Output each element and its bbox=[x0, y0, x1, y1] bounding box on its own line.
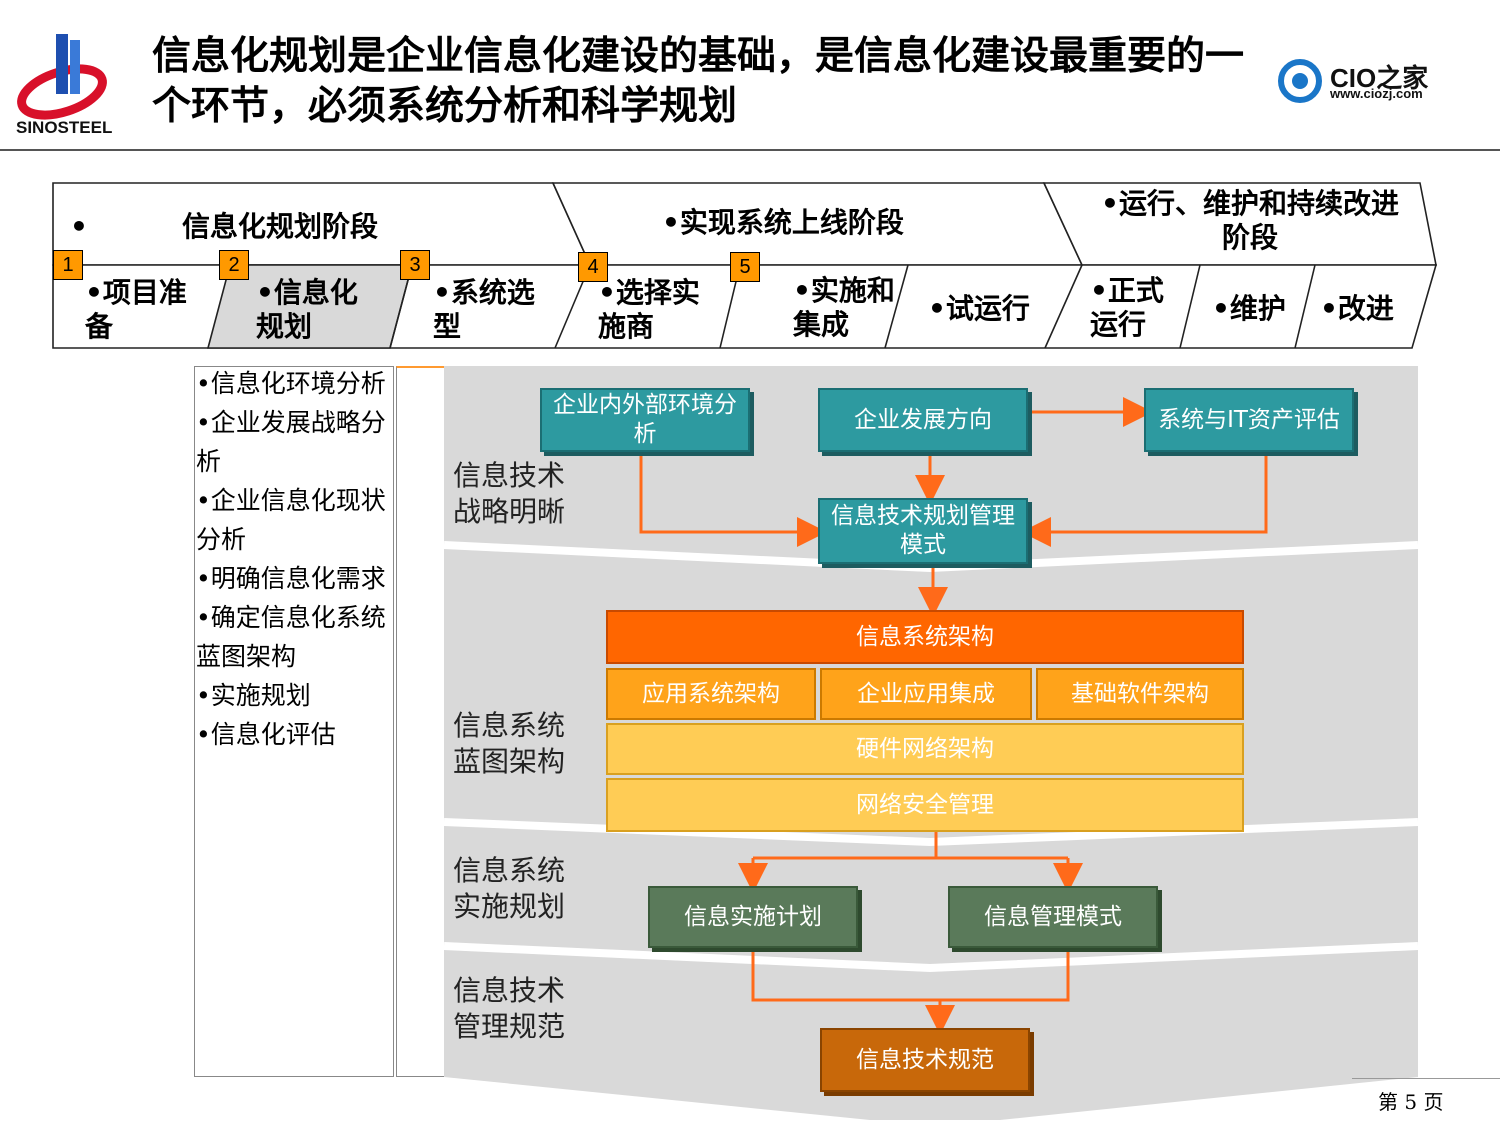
phase-2-label: •实现系统上线阶段 bbox=[662, 206, 904, 239]
step-1-number: 1 bbox=[53, 250, 83, 280]
row-label-norms: 信息技术管理规范 bbox=[453, 974, 566, 1043]
task-item: •企业信息化现状分析 bbox=[196, 486, 386, 554]
phase-1-label: 信息化规划阶段 bbox=[182, 210, 379, 243]
step-4-number: 4 bbox=[578, 252, 608, 282]
page-title: 信息化规划是企业信息化建设的基础，是信息化建设最重要的一个环节，必须系统分析和科… bbox=[152, 34, 1245, 129]
sinosteel-logo-text: SINOSTEEL bbox=[16, 118, 113, 137]
step-trial-run: •试运行 bbox=[928, 292, 1030, 325]
page-number: 第 5 页 bbox=[1378, 1090, 1444, 1114]
box-hardware-network: 硬件网络架构 bbox=[606, 723, 1244, 775]
step-project-prep: •项目准备 bbox=[85, 276, 187, 343]
step-it-planning: •信息化规划 bbox=[256, 276, 358, 343]
step-3-number: 3 bbox=[400, 250, 430, 280]
box-info-mgmt-mode: 信息管理模式 bbox=[948, 886, 1158, 948]
step-formal-run: •正式运行 bbox=[1090, 274, 1164, 341]
task-item: •信息化环境分析 bbox=[196, 369, 386, 398]
sinosteel-logo-mark bbox=[17, 34, 107, 120]
box-enterprise-integration: 企业应用集成 bbox=[820, 668, 1032, 720]
cio-logo-icon bbox=[1278, 59, 1322, 103]
box-it-assets: 系统与IT资产评估 bbox=[1144, 388, 1354, 452]
row-label-strategy: 信息技术战略明晰 bbox=[453, 459, 566, 528]
task-list-panel bbox=[194, 366, 394, 1077]
box-business-direction: 企业发展方向 bbox=[818, 388, 1028, 452]
task-item: •确定信息化系统蓝图架构 bbox=[196, 603, 386, 671]
task-item: •实施规划 bbox=[196, 681, 311, 710]
title-divider bbox=[0, 149, 1500, 151]
box-network-security: 网络安全管理 bbox=[606, 778, 1244, 832]
task-list-connector bbox=[396, 366, 444, 1077]
box-info-system-arch: 信息系统架构 bbox=[606, 610, 1244, 664]
footer-rule bbox=[1352, 1078, 1500, 1079]
phase-3-label: •运行、维护和持续改进阶段 bbox=[1101, 187, 1399, 254]
cio-logo: CIO之家 www.ciozj.com bbox=[1276, 56, 1446, 106]
task-item: •明确信息化需求 bbox=[196, 564, 386, 593]
step-implement-integrate: •实施和集成 bbox=[793, 274, 895, 341]
step-2-number: 2 bbox=[219, 250, 249, 280]
step-5-number: 5 bbox=[730, 252, 760, 282]
row-label-blueprint: 信息系统蓝图架构 bbox=[453, 709, 566, 778]
cio-logo-url: www.ciozj.com bbox=[1330, 86, 1423, 101]
phase-chevrons bbox=[52, 182, 1438, 349]
box-env-analysis: 企业内外部环境分析 bbox=[540, 388, 750, 452]
cio-logo-text: CIO之家 bbox=[1330, 63, 1429, 93]
step-select-implementer: •选择实施商 bbox=[598, 276, 700, 343]
phase-1-bullet: • bbox=[70, 210, 88, 243]
box-app-system-arch: 应用系统架构 bbox=[606, 668, 816, 720]
box-base-software-arch: 基础软件架构 bbox=[1036, 668, 1244, 720]
step-improvement: •改进 bbox=[1320, 292, 1394, 325]
box-it-norms: 信息技术规范 bbox=[820, 1028, 1030, 1092]
box-it-planning-mgmt: 信息技术规划管理模式 bbox=[818, 498, 1028, 564]
sinosteel-logo: SINOSTEEL bbox=[14, 30, 124, 140]
step-maintenance: •维护 bbox=[1212, 292, 1286, 325]
step-system-selection: •系统选型 bbox=[433, 276, 535, 343]
row-label-implementation: 信息系统实施规划 bbox=[453, 854, 566, 923]
box-implementation-plan: 信息实施计划 bbox=[648, 886, 858, 948]
task-item: •企业发展战略分析 bbox=[196, 408, 386, 476]
task-item: •信息化评估 bbox=[196, 720, 336, 749]
